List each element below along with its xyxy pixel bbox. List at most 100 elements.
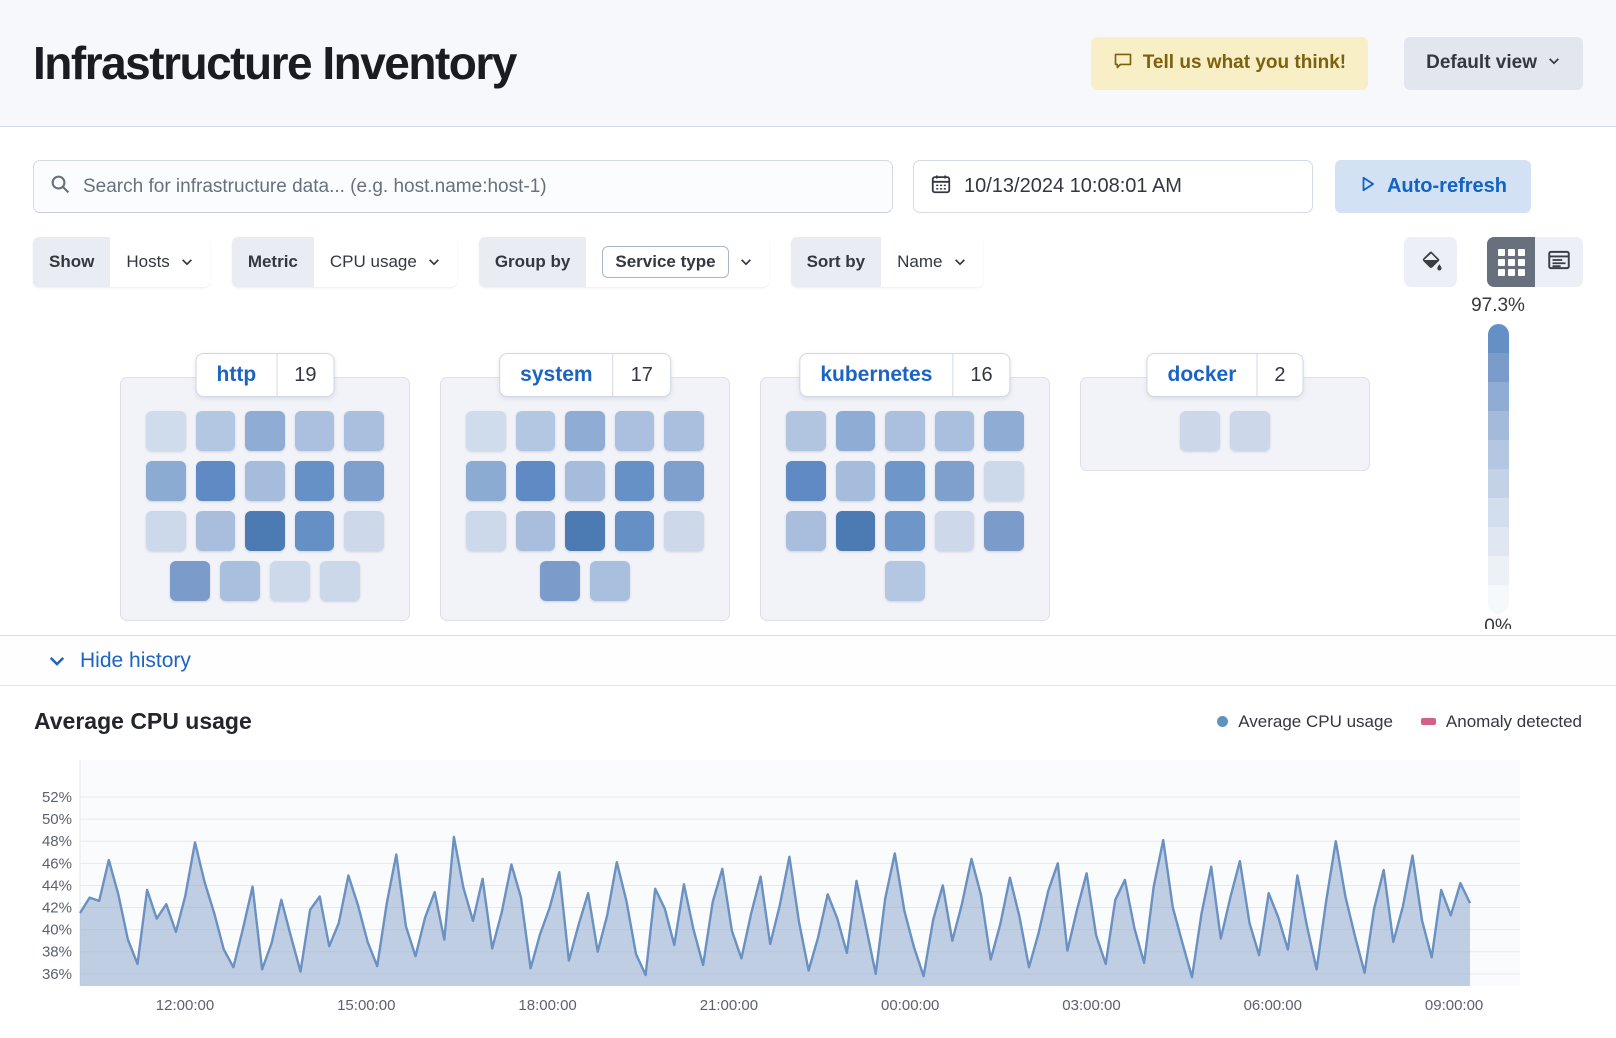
host-cell[interactable] [515, 461, 556, 501]
legend-item[interactable]: Anomaly detected [1420, 712, 1582, 732]
host-cell[interactable] [195, 511, 236, 551]
host-cell[interactable] [565, 411, 605, 451]
paint-bucket-icon [1419, 249, 1443, 276]
host-cell[interactable] [344, 511, 384, 551]
date-picker[interactable]: 10/13/2024 10:08:01 AM [913, 160, 1313, 213]
host-cell[interactable] [146, 411, 186, 451]
host-cell[interactable] [466, 511, 506, 551]
host-cell[interactable] [195, 461, 236, 501]
host-cell[interactable] [614, 511, 655, 551]
host-cell[interactable] [565, 511, 605, 551]
host-cell[interactable] [664, 461, 704, 501]
host-cell[interactable] [885, 511, 925, 551]
host-cell[interactable] [984, 411, 1024, 451]
svg-text:09:00:00: 09:00:00 [1425, 997, 1483, 1014]
toolbar: 10/13/2024 10:08:01 AM Auto-refresh [0, 127, 1616, 213]
svg-text:48%: 48% [42, 833, 72, 850]
host-cell[interactable] [565, 461, 605, 501]
host-cell[interactable] [146, 461, 186, 501]
show-filter-dropdown[interactable]: Hosts [110, 237, 209, 287]
show-filter-label: Show [33, 237, 111, 287]
search-input[interactable] [83, 175, 876, 198]
host-cell[interactable] [294, 511, 335, 551]
host-cell[interactable] [786, 411, 826, 451]
feedback-button[interactable]: Tell us what you think! [1090, 36, 1369, 90]
host-cell[interactable] [786, 461, 826, 501]
host-cell[interactable] [220, 561, 260, 601]
header-actions: Tell us what you think! Default view [1090, 36, 1583, 90]
color-palette-button[interactable] [1404, 237, 1457, 287]
host-cell[interactable] [294, 411, 335, 451]
group-by-filter-value[interactable]: Service type [602, 246, 729, 278]
host-cell[interactable] [466, 461, 506, 501]
host-cell[interactable] [614, 461, 655, 501]
hide-history-toggle[interactable]: Hide history [47, 649, 191, 673]
host-cell[interactable] [664, 411, 704, 451]
host-cell[interactable] [984, 461, 1024, 501]
host-cell[interactable] [614, 411, 655, 451]
host-cell[interactable] [540, 561, 580, 601]
page-header: Infrastructure Inventory Tell us what yo… [0, 0, 1616, 127]
chart-legend: Average CPU usage Anomaly detected [1217, 712, 1582, 732]
host-cell[interactable] [170, 561, 210, 601]
group-by-filter-dropdown[interactable]: Service type [586, 237, 768, 287]
sort-by-filter-group: Sort by Name [790, 237, 983, 287]
host-cell[interactable] [885, 461, 925, 501]
table-view-toggle[interactable] [1535, 237, 1583, 287]
host-cell[interactable] [934, 461, 975, 501]
search-box [33, 160, 893, 213]
legend-label: Average CPU usage [1238, 711, 1393, 731]
host-cell[interactable] [1230, 411, 1270, 451]
view-selector-button[interactable]: Default view [1404, 36, 1583, 90]
host-cell[interactable] [984, 511, 1024, 551]
host-cell[interactable] [344, 461, 384, 501]
host-cell[interactable] [1180, 411, 1220, 451]
table-icon [1546, 247, 1572, 278]
host-cell[interactable] [590, 561, 630, 601]
group-name-link[interactable]: docker [1167, 363, 1237, 386]
host-cell[interactable] [885, 561, 925, 601]
group-name-link[interactable]: http [216, 363, 257, 386]
host-cell[interactable] [294, 461, 335, 501]
host-cell[interactable] [515, 511, 556, 551]
host-cell[interactable] [146, 511, 186, 551]
group-name-link[interactable]: kubernetes [820, 363, 933, 386]
metric-filter-dropdown[interactable]: CPU usage [314, 237, 457, 287]
host-cell[interactable] [835, 461, 876, 501]
host-cell[interactable] [245, 511, 285, 551]
auto-refresh-button[interactable]: Auto-refresh [1335, 160, 1531, 213]
host-cell[interactable] [885, 411, 925, 451]
host-cell[interactable] [934, 511, 975, 551]
host-cell[interactable] [320, 561, 360, 601]
host-cell[interactable] [934, 411, 975, 451]
legend-item[interactable]: Average CPU usage [1217, 712, 1393, 732]
host-cell[interactable] [835, 511, 876, 551]
host-cell[interactable] [835, 411, 876, 451]
hide-history-label: Hide history [80, 648, 191, 672]
map-view-toggle[interactable] [1487, 237, 1535, 287]
sort-by-filter-dropdown[interactable]: Name [881, 237, 982, 287]
group-name-link[interactable]: system [520, 363, 593, 386]
svg-text:15:00:00: 15:00:00 [337, 997, 395, 1014]
group-count: 17 [630, 363, 653, 386]
waffle-row [146, 461, 384, 501]
waffle-row [466, 511, 704, 551]
host-cell[interactable] [466, 411, 506, 451]
host-cell[interactable] [515, 411, 556, 451]
host-cell[interactable] [245, 461, 285, 501]
host-cell[interactable] [664, 511, 704, 551]
host-cell[interactable] [344, 411, 384, 451]
chevron-down-icon [740, 259, 751, 266]
host-cell[interactable] [245, 411, 285, 451]
chevron-down-icon [954, 259, 965, 266]
svg-text:46%: 46% [42, 855, 72, 872]
host-cell[interactable] [786, 511, 826, 551]
host-cell[interactable] [195, 411, 236, 451]
search-icon [50, 174, 71, 200]
sort-by-filter-label: Sort by [790, 237, 882, 287]
svg-text:50%: 50% [42, 811, 72, 828]
host-cell[interactable] [270, 561, 310, 601]
